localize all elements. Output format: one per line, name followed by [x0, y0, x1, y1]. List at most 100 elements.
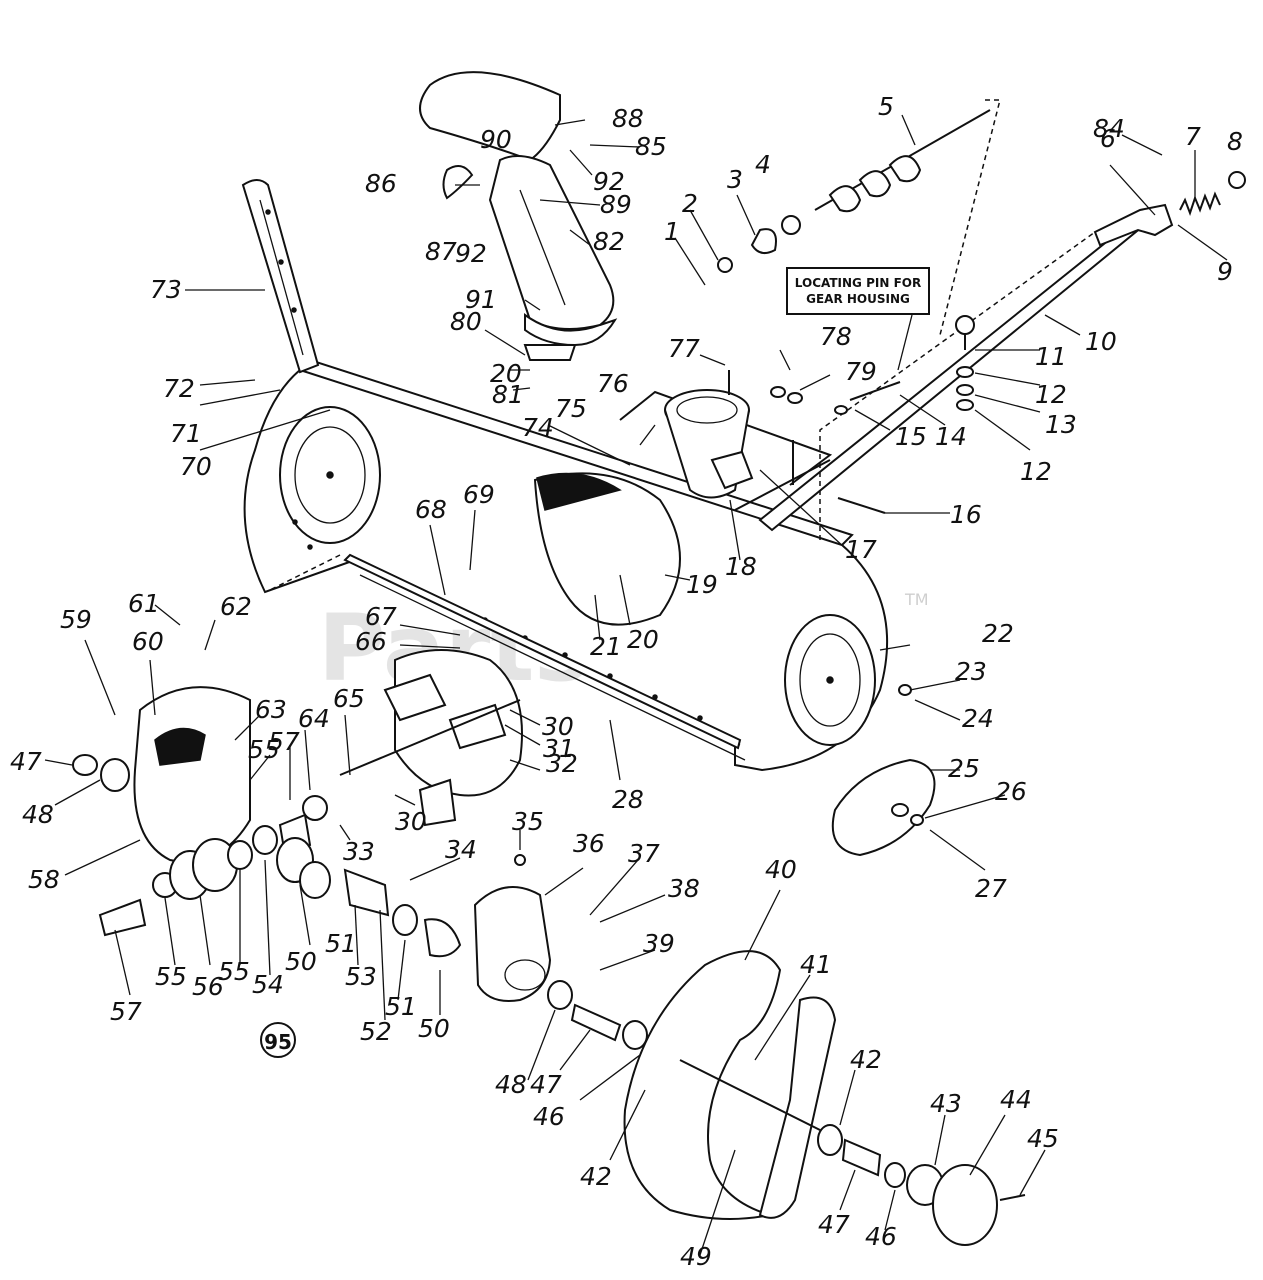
part-label: 14 — [935, 422, 967, 451]
part-labels: 1 2 3 4 5 6 7 8 84 9 10 11 12 13 12 14 1… — [10, 92, 1243, 1271]
part-label: 22 — [982, 619, 1014, 648]
part-label: 61 — [128, 589, 160, 618]
part-label: 5 — [878, 92, 894, 121]
part-label: 90 — [480, 125, 512, 154]
part-label: 50 — [418, 1014, 450, 1043]
chute-adapter — [664, 389, 754, 499]
part-label: 44 — [1000, 1085, 1032, 1114]
part-label: 87 — [425, 237, 457, 266]
chute-knob — [442, 165, 474, 200]
part-label: 47 — [530, 1070, 562, 1099]
part-label: 6 — [1100, 124, 1116, 153]
page-ref-circle — [260, 1022, 296, 1058]
part-label: 81 — [492, 380, 524, 409]
handle-bracket — [241, 179, 320, 374]
part-label: 88 — [612, 104, 644, 133]
part-label: 51 — [325, 929, 357, 958]
part-label: 63 — [255, 695, 287, 724]
part-label: 92 — [455, 239, 487, 268]
gear-housing — [473, 854, 552, 1002]
part-label: 16 — [950, 500, 982, 529]
locating-pin-callout: LOCATING PIN FOR GEAR HOUSING — [786, 267, 930, 315]
scraper-bar — [269, 553, 742, 750]
part-label: 36 — [573, 829, 605, 858]
part-label: 33 — [343, 837, 375, 866]
part-label: 2 — [682, 189, 698, 218]
part-label: 41 — [800, 950, 832, 979]
callout-line-2: GEAR HOUSING — [806, 292, 910, 306]
part-label: 32 — [546, 749, 578, 778]
part-label: 47 — [10, 747, 42, 776]
part-label: 46 — [533, 1102, 565, 1131]
part-label: 18 — [725, 552, 757, 581]
auger-rod — [717, 99, 1001, 336]
part-label: 55 — [155, 962, 187, 991]
part-label: 84 — [1093, 114, 1125, 143]
part-label: 42 — [850, 1045, 882, 1074]
leader-lines — [44, 114, 1228, 1256]
part-label: 50 — [285, 947, 317, 976]
part-label: 12 — [1020, 457, 1052, 486]
part-label: 48 — [495, 1070, 527, 1099]
part-label: 78 — [820, 322, 852, 351]
part-label: 31 — [543, 734, 575, 763]
part-label: 40 — [765, 855, 797, 884]
part-label: 42 — [580, 1162, 612, 1191]
part-label: 47 — [818, 1210, 850, 1239]
part-label: 80 — [450, 307, 482, 336]
frame-rod — [758, 203, 1174, 540]
part-label: 82 — [593, 227, 625, 256]
part-label: 79 — [845, 357, 877, 386]
part-label: 9 — [1217, 257, 1233, 286]
part-label: 21 — [590, 632, 622, 661]
discharge-chute — [419, 71, 618, 361]
part-label: 4 — [755, 150, 771, 179]
part-label: 62 — [220, 592, 252, 621]
part-label: 52 — [360, 1017, 392, 1046]
part-label: 3 — [727, 165, 743, 194]
part-label: 17 — [845, 535, 877, 564]
part-label: 43 — [930, 1089, 962, 1118]
part-label: 24 — [962, 704, 994, 733]
part-label: 19 — [686, 570, 718, 599]
part-label: 48 — [22, 800, 54, 829]
part-label: 72 — [163, 374, 195, 403]
part-label: 49 — [680, 1242, 712, 1271]
discharge-opening — [533, 472, 681, 626]
part-label: 25 — [948, 754, 980, 783]
page-ref: 95 — [264, 1030, 292, 1054]
drive-stack — [72, 754, 675, 1067]
part-label: 39 — [643, 929, 675, 958]
part-label: 85 — [635, 132, 667, 161]
part-label: 66 — [355, 627, 387, 656]
part-label: 65 — [333, 684, 365, 713]
impeller — [339, 649, 523, 827]
part-label: 74 — [522, 413, 554, 442]
part-label: 53 — [345, 962, 377, 991]
part-label: 37 — [628, 839, 660, 868]
part-label: 57 — [110, 997, 142, 1026]
part-label: 45 — [1027, 1124, 1059, 1153]
part-label: 86 — [365, 169, 397, 198]
part-label: 12 — [1035, 380, 1067, 409]
part-label: 27 — [975, 874, 1007, 903]
part-label: 89 — [600, 190, 632, 219]
part-label: 11 — [1035, 342, 1067, 371]
part-label: 13 — [1045, 410, 1077, 439]
part-label: 73 — [150, 275, 182, 304]
part-label: 92 — [593, 167, 625, 196]
part-label: 38 — [668, 874, 700, 903]
part-label: 67 — [365, 602, 397, 631]
part-label: 57 — [268, 727, 300, 756]
part-label: 28 — [612, 785, 644, 814]
part-label: 55 — [248, 735, 280, 764]
part-label: 7 — [1185, 122, 1201, 151]
part-label: 23 — [955, 657, 987, 686]
part-label: 15 — [895, 422, 927, 451]
part-label: 71 — [170, 419, 202, 448]
part-label: 76 — [597, 369, 629, 398]
trademark: TM — [904, 590, 929, 609]
part-label: 70 — [180, 452, 212, 481]
part-label: 77 — [668, 334, 700, 363]
